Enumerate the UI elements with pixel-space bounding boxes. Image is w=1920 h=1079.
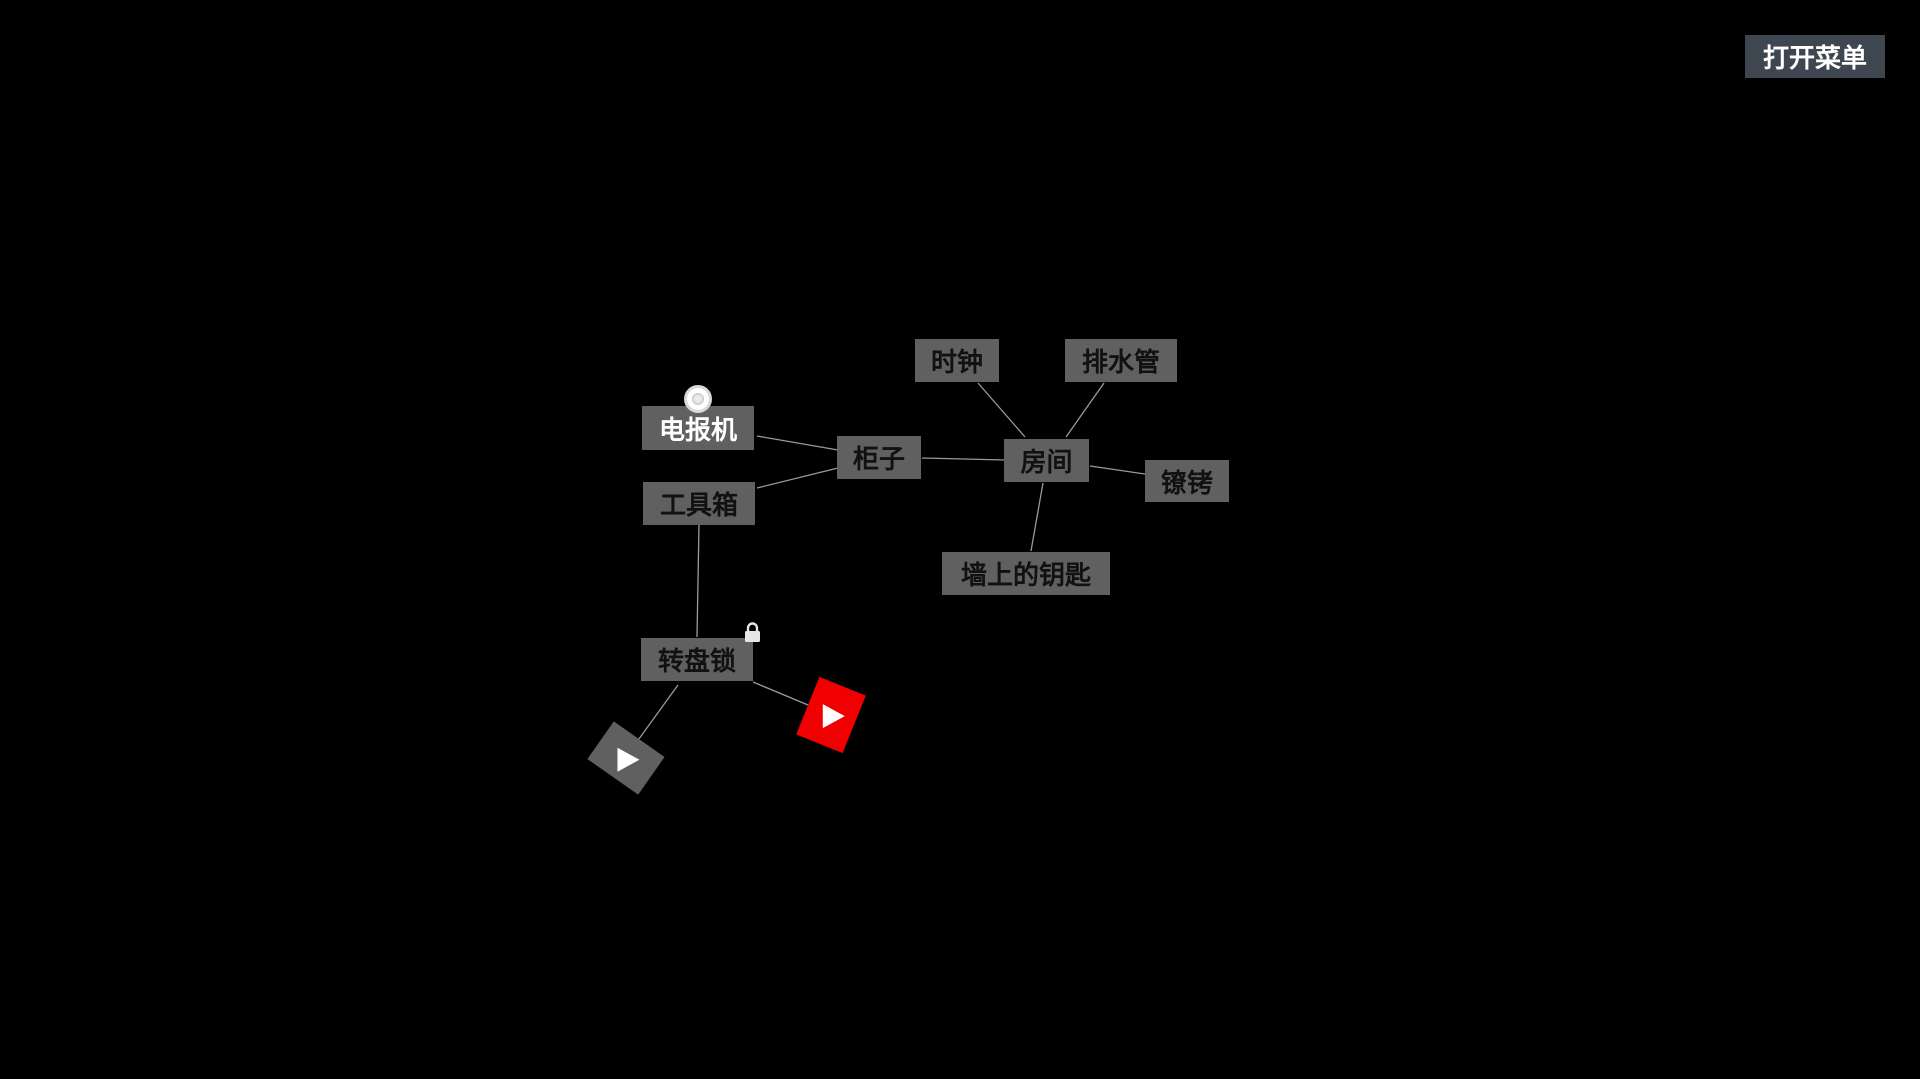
link-telegraph-cabinet xyxy=(756,435,839,451)
link-clock-room xyxy=(977,382,1026,438)
link-dial-lock-grey-card xyxy=(635,684,679,744)
link-dial-lock-red-card xyxy=(752,681,809,706)
play-icon xyxy=(822,703,845,728)
node-cabinet[interactable]: 柜子 xyxy=(837,436,921,479)
link-toolbox-dial-lock xyxy=(696,524,700,638)
node-drainpipe[interactable]: 排水管 xyxy=(1065,339,1177,382)
node-dial-lock[interactable]: 转盘锁 xyxy=(641,638,753,681)
node-key-on-wall[interactable]: 墙上的钥匙 xyxy=(942,552,1110,595)
link-room-key xyxy=(1030,482,1044,552)
node-telegraph[interactable]: 电报机 xyxy=(642,406,754,450)
link-cabinet-room xyxy=(921,457,1006,461)
node-clock[interactable]: 时钟 xyxy=(915,339,999,382)
location-marker-icon xyxy=(684,385,712,413)
lock-icon xyxy=(745,622,760,642)
link-toolbox-cabinet xyxy=(756,467,839,489)
open-menu-button[interactable]: 打开菜单 xyxy=(1745,35,1885,78)
link-room-pickaxe xyxy=(1089,465,1146,475)
play-icon xyxy=(617,747,640,772)
node-pickaxe[interactable]: 镣铐 xyxy=(1145,460,1229,502)
node-room[interactable]: 房间 xyxy=(1004,439,1089,482)
node-toolbox[interactable]: 工具箱 xyxy=(643,482,755,525)
link-drainpipe-room xyxy=(1065,382,1105,438)
